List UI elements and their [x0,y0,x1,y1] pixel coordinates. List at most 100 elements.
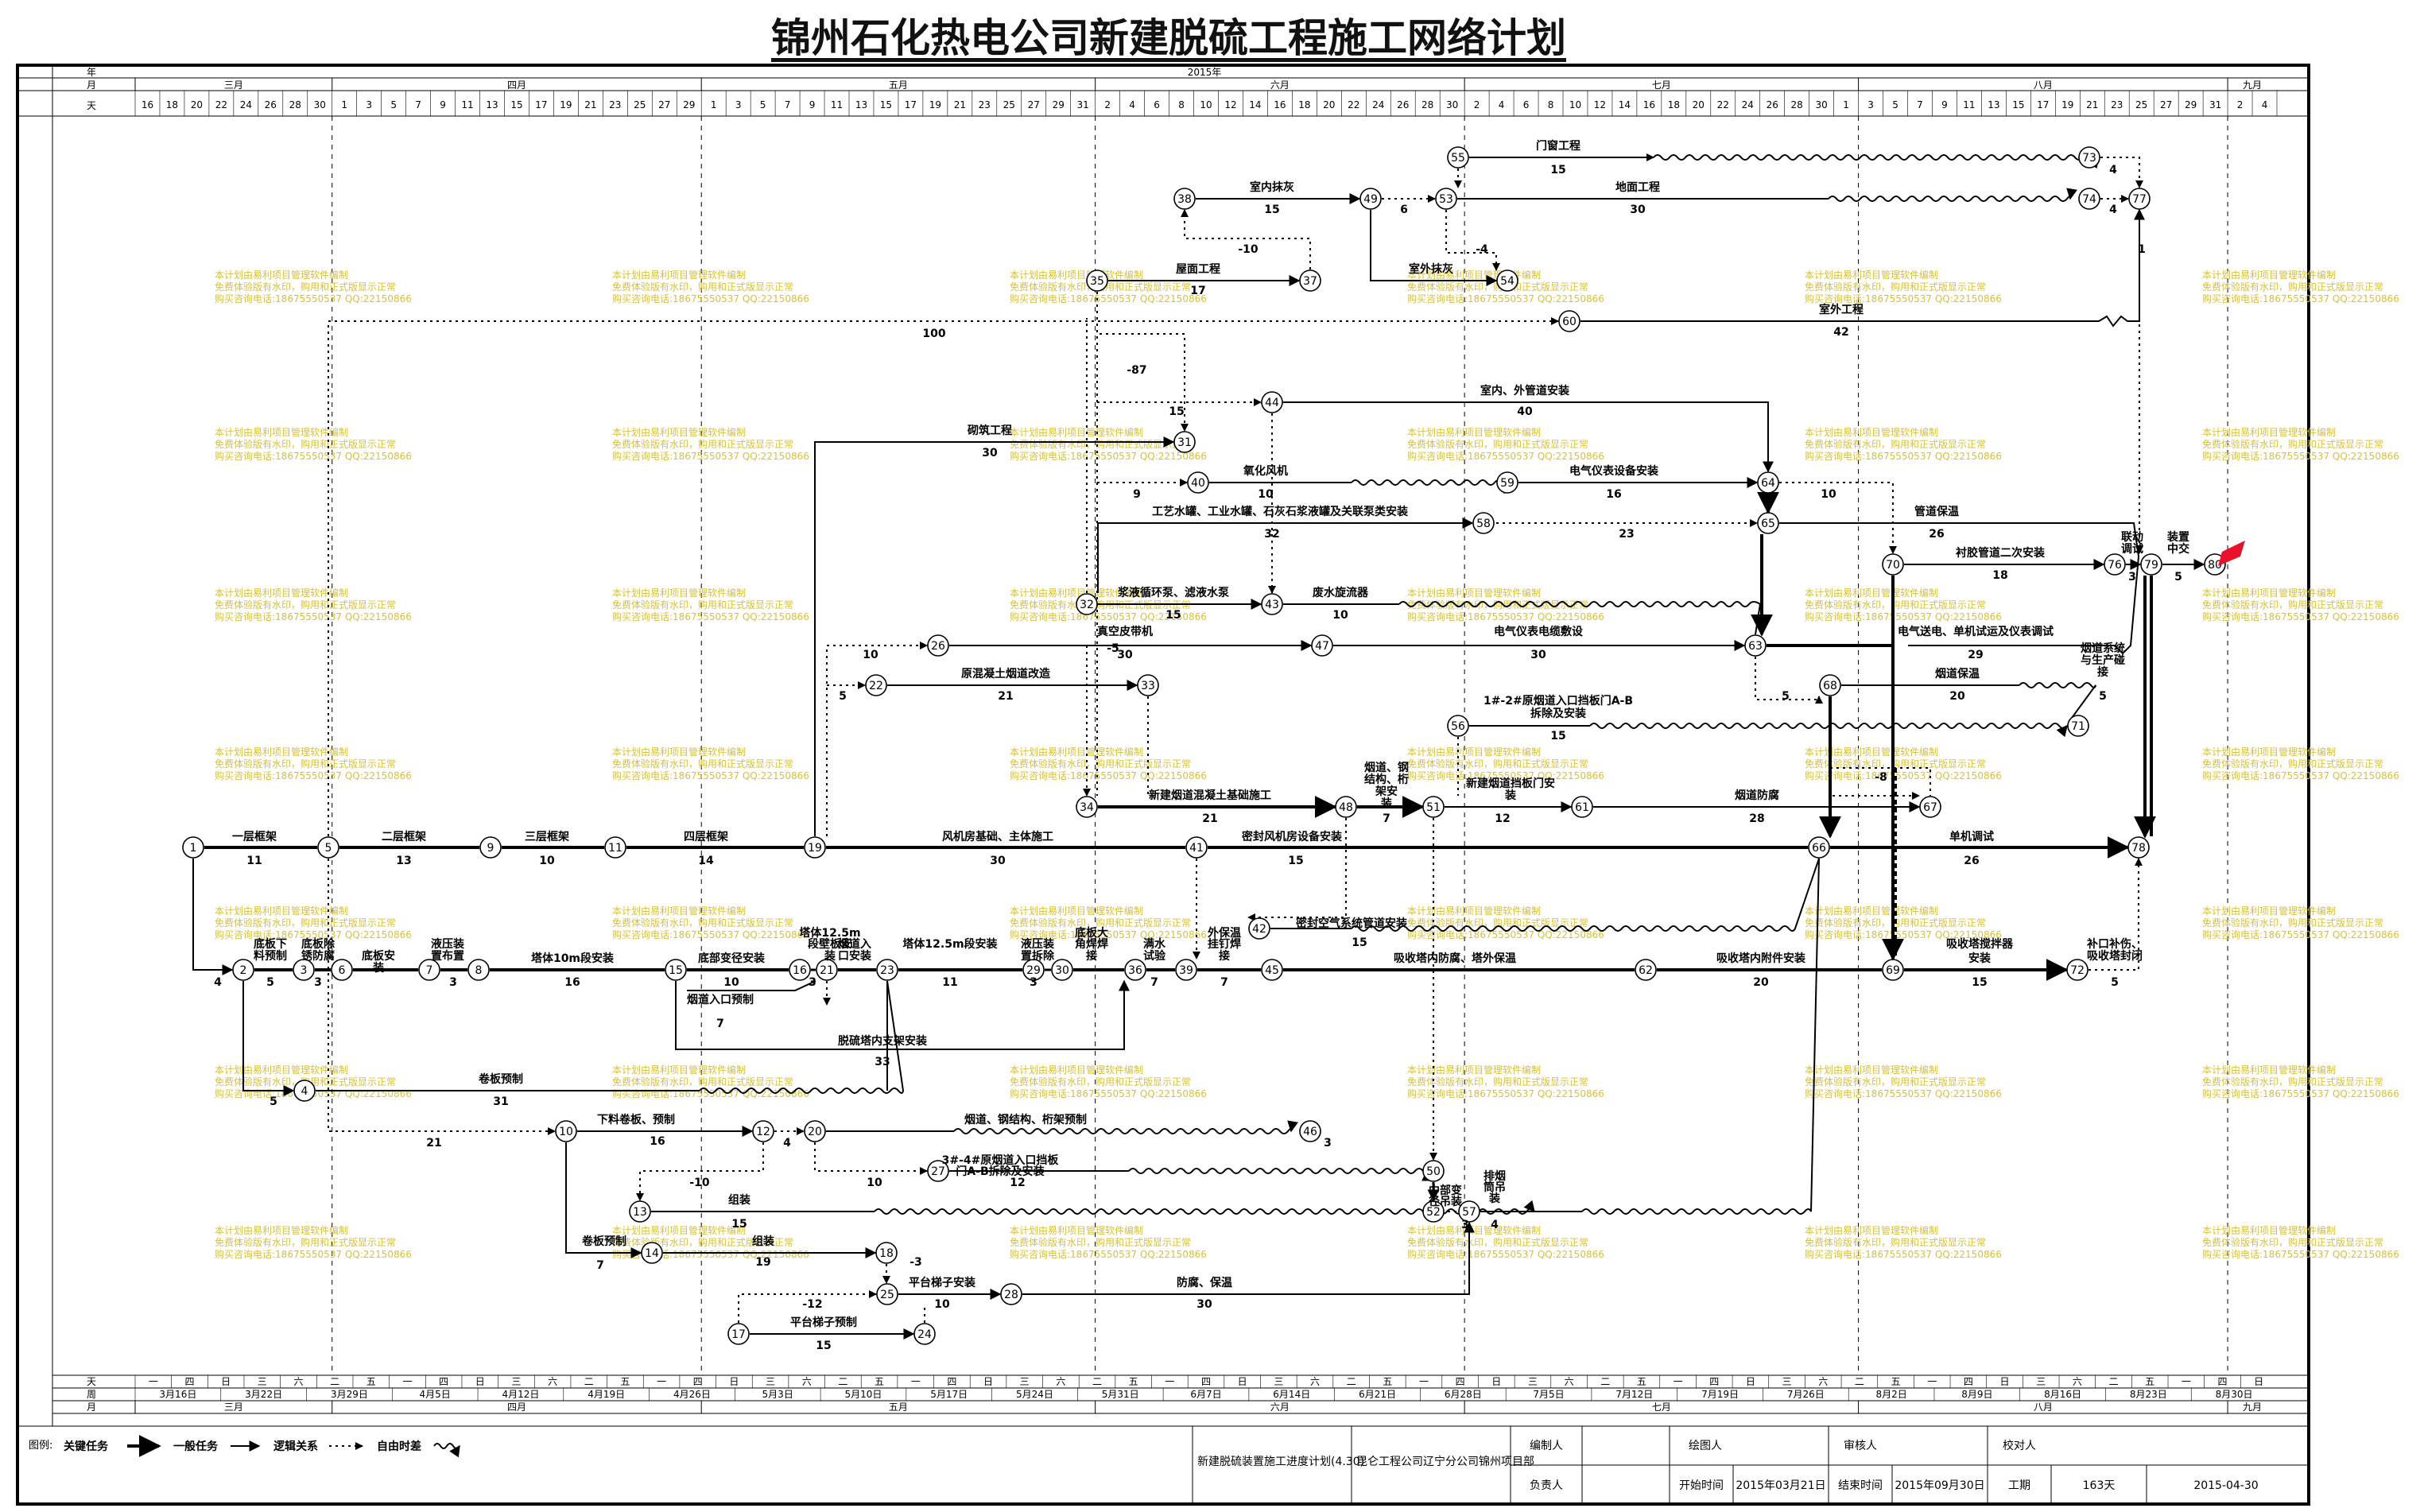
activity-label: 12 [1010,1177,1025,1189]
node: 74 [2078,188,2100,210]
week-cell: 8月23日 [2130,1389,2167,1400]
node: 62 [1635,959,1657,981]
weekday-cell: 五 [1637,1376,1646,1387]
week-cell: 6月7日 [1190,1389,1221,1400]
weekday-cell: 四 [1964,1376,1973,1387]
node: 34 [1076,796,1098,818]
activity-label: 5 [2174,571,2182,583]
weekday-cell: 日 [983,1376,993,1387]
legend-float: 自由时差 [377,1440,421,1453]
day-cell: 12 [1224,99,1236,110]
activity-label: 液压装 [1021,937,1055,951]
watermark-text: 本计划由易利项目管理软件编制 [612,1064,746,1076]
node-number: 57 [1462,1206,1476,1219]
node-number: 35 [1090,275,1104,288]
activity-label: 三层框架 [525,830,569,843]
node: 48 [1335,796,1357,818]
node: 58 [1472,512,1495,534]
node: 5 [317,836,339,859]
activity-label: 7 [1220,976,1228,989]
activity-label: 26 [1964,855,1979,867]
node-number: 42 [1252,923,1266,936]
week-cell: 8月2日 [1875,1389,1906,1400]
watermark-text: 购买咨询电话:18675550537 QQ:22150866 [612,450,809,462]
day-cell: 18 [1668,99,1680,110]
activity-label: 衬胶管道二次安装 [1956,546,2046,560]
watermark-text: 本计划由易利项目管理软件编制 [1805,746,1938,758]
activity-label: 卷板预制 [581,1235,626,1248]
watermark-text: 免费体验版有水印，购用和正式版显示正常 [1407,758,1588,770]
weekday-cell: 二 [1600,1376,1610,1387]
activity-label: -10 [689,1177,710,1189]
node: 8 [467,959,490,981]
activity-label: 电气仪表设备安装 [1569,464,1659,478]
activity-label: 试验 [1143,949,1166,963]
watermark-text: 本计划由易利项目管理软件编制 [1010,1224,1143,1236]
activity-label: 3 [1324,1137,1332,1150]
watermark-text: 购买咨询电话:18675550537 QQ:22150866 [1010,450,1207,462]
activity-label: 17 [1190,285,1205,297]
node: 66 [1808,836,1830,859]
node: 3 [293,959,315,981]
year-value: 2015年 [1188,67,1222,78]
node: 57 [1458,1200,1480,1223]
node: 13 [629,1200,651,1223]
weekday-cell: 日 [2254,1376,2263,1387]
activity-label: 组装 [728,1193,751,1207]
watermark-text: 购买咨询电话:18675550537 QQ:22150866 [612,770,809,781]
legend: 图例: 关键任务 一般任务 逻辑关系 自由时差 [17,1425,1193,1458]
activity-label: 15 [1352,936,1367,949]
free-float-lines [699,154,2100,1215]
month-cell: 六月 [1270,79,1290,91]
node-number: 4 [301,1085,308,1098]
node: 21 [816,959,838,981]
watermark-text: 购买咨询电话:18675550537 QQ:22150866 [2202,770,2399,781]
node-number: 37 [1303,275,1317,288]
activity-label: 15 [1550,730,1565,742]
week-cell: 4月26日 [673,1389,711,1400]
activity-label: 13 [396,855,411,867]
owner-label: 负责人 [1530,1479,1563,1492]
watermark-text: 购买咨询电话:18675550537 QQ:22150866 [1805,770,2002,781]
watermark-text: 本计划由易利项目管理软件编制 [1010,269,1143,281]
node-number: 61 [1575,801,1589,814]
watermark-text: 免费体验版有水印，购用和正式版显示正常 [1010,1076,1191,1087]
activity-label: 补口补伤、 [2086,937,2143,951]
node-number: 76 [2108,559,2122,572]
weekday-cell: 一 [657,1376,666,1387]
activity-label: -10 [1238,243,1259,256]
watermark-text: 购买咨询电话:18675550537 QQ:22150866 [1407,450,1604,462]
checker-label: 校对人 [2003,1439,2036,1452]
day-cell: 26 [265,99,277,110]
watermark-text: 本计划由易利项目管理软件编制 [215,746,348,758]
logic-relations [242,157,2143,1323]
watermark-text: 购买咨询电话:18675550537 QQ:22150866 [1010,1087,1207,1099]
activity-label: 接 [2097,665,2108,679]
weekday-cell: 一 [1927,1376,1937,1387]
watermark-text: 本计划由易利项目管理软件编制 [2202,587,2336,599]
drawer-label: 绘图人 [1689,1440,1722,1452]
node: 9 [479,836,502,859]
activity-label: 30 [1117,649,1133,661]
activity-label: 装 [824,949,836,963]
node-number: 45 [1265,964,1279,977]
watermark-text: 购买咨询电话:18675550537 QQ:22150866 [1407,293,1604,304]
activity-label: 7 [716,1018,724,1030]
watermark-text: 本计划由易利项目管理软件编制 [1805,905,1938,917]
duration-value: 163天 [2083,1479,2116,1492]
watermark-text: 免费体验版有水印，购用和正式版显示正常 [612,281,793,293]
activity-label: 5 [270,1095,277,1108]
activity-label: 7 [1383,812,1390,825]
activity-label: 15 [1550,164,1565,176]
day-cell: 5 [1892,99,1898,110]
node-number: 49 [1363,193,1378,206]
node: 54 [1496,269,1518,292]
activity-label: 安装 [1968,952,1992,965]
activity-label: 28 [1749,812,1764,825]
activity-label: 30 [990,855,1006,867]
activity-label: 平台梯子预制 [790,1316,857,1329]
node: 15 [665,959,687,981]
activity-lines [192,153,2205,1339]
weekday-cell: 一 [911,1376,921,1387]
activity-label: -8 [1875,771,1887,784]
